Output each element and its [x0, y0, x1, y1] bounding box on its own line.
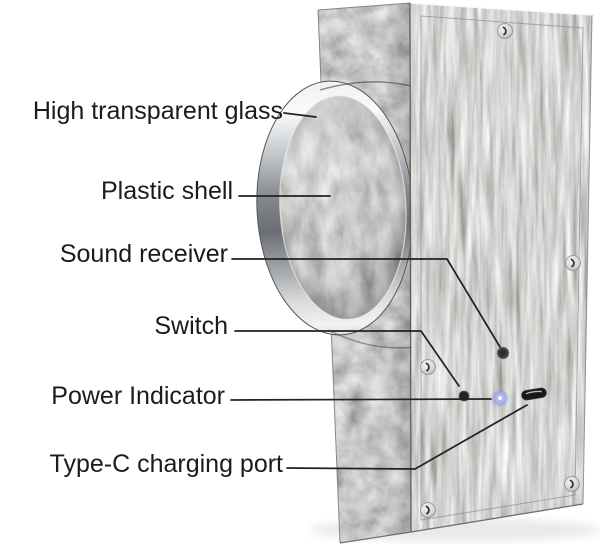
leader-lines — [230, 112, 528, 470]
label-switch: Switch — [154, 312, 228, 340]
screws — [420, 23, 581, 518]
screw — [420, 359, 436, 375]
label-sound-receiver: Sound receiver — [59, 240, 228, 268]
leader-line-power-indicator — [230, 398, 492, 401]
label-power-indicator: Power Indicator — [51, 382, 225, 410]
wood-back-panel — [409, 2, 593, 533]
leader-line-switch — [234, 330, 460, 387]
leader-line-glass — [283, 112, 317, 118]
power-indicator-led — [490, 388, 510, 408]
lens-top-crease — [319, 81, 412, 91]
screw — [564, 476, 580, 492]
label-type-c-charging-port: Type-C charging port — [49, 450, 283, 478]
leader-line-type-c — [286, 404, 528, 470]
lens-face — [274, 92, 412, 323]
screw — [420, 502, 436, 518]
screw — [565, 255, 581, 271]
lens-bottom-crease — [327, 329, 415, 349]
type-c-port[interactable] — [521, 387, 547, 401]
sound-receiver-hole — [496, 346, 510, 360]
label-high-transparent-glass: High transparent glass — [32, 97, 283, 125]
leader-line-sound-receiver — [231, 258, 501, 348]
glass-lens — [256, 80, 414, 336]
label-plastic-shell: Plastic shell — [101, 177, 233, 205]
screw — [497, 23, 513, 39]
